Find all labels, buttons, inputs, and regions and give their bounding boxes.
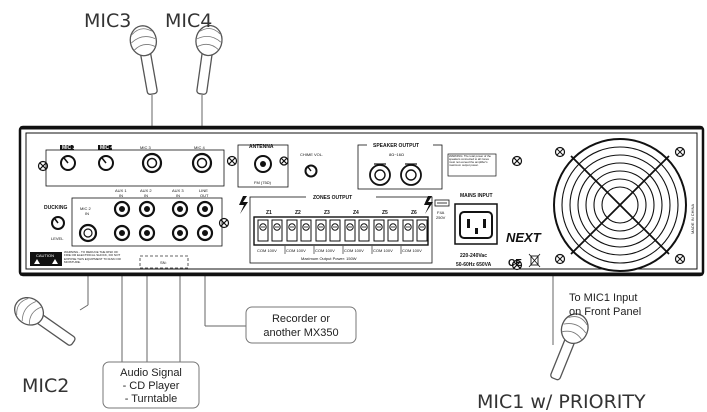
zone-terminal-label-5: COM 100V: [373, 248, 393, 253]
chime-section: CHIME VOL.: [300, 152, 323, 178]
zone-label-4: Z4: [353, 210, 359, 216]
zone-label-2: Z2: [295, 210, 301, 216]
ce-mark: CE: [508, 258, 522, 269]
mic4-jack-label: MIC 4: [194, 145, 205, 150]
mic2-cable-end: [79, 304, 89, 311]
svg-text:another MX350: another MX350: [263, 327, 338, 339]
aux1-label: AUX 1: [115, 188, 127, 193]
amplifier-rear-panel: [18, 125, 705, 277]
cooling-fan: [553, 138, 687, 272]
serial-box: SN:: [139, 255, 189, 269]
aux2-label: AUX 2: [140, 188, 152, 193]
mic2-jack-label: MIC 2: [80, 206, 91, 211]
ducking-level-label: LEVEL: [51, 236, 64, 241]
svg-text:- CD Player: - CD Player: [123, 380, 180, 392]
caution-label: CAUTION WARNING - TO REDUCE THE RISK OF …: [30, 251, 121, 266]
zone-label-5: Z5: [382, 210, 388, 216]
zone-label-6: Z6: [411, 210, 417, 216]
mic3-jack-label: MIC 3: [140, 145, 151, 150]
zone-terminal-label-1: COM 100V: [257, 248, 277, 253]
svg-text:on Front Panel: on Front Panel: [569, 306, 641, 318]
mic3-microphone-icon: [129, 25, 158, 95]
zone-terminal-label-6: COM 100V: [402, 248, 422, 253]
zones-output-section: ZONES OUTPUT Z1 Z2 Z3 Z4 Z5 Z6 COM 100V COM 10…: [239, 192, 433, 264]
svg-text:CAUTION: CAUTION: [36, 253, 54, 258]
iec-power-socket[interactable]: [459, 211, 493, 239]
warning-text: WARNING - TO REDUCE THE RISK OF FIRE OR …: [64, 251, 121, 264]
svg-text:F4A: F4A: [437, 210, 445, 215]
recorder-callout: Recorder or another MX350: [245, 306, 357, 344]
frequency-label: 50-60Hz 650VA: [456, 262, 492, 268]
mic2-microphone-icon: [14, 296, 76, 346]
weee-bin-icon: [528, 253, 541, 268]
svg-text:Audio Signal: Audio Signal: [120, 367, 182, 379]
svg-text:IN: IN: [144, 193, 148, 198]
svg-text:250V: 250V: [436, 215, 446, 220]
mic4-knob-label: MIC 4: [100, 145, 114, 151]
svg-text:IN: IN: [119, 193, 123, 198]
aux3-label: AUX 3: [172, 188, 184, 193]
mic-volume-section: MIC 3 MIC 4 MIC 3 MIC 4: [45, 145, 225, 187]
mic4-label: MIC4: [165, 10, 212, 32]
zone-label-3: Z3: [324, 210, 330, 216]
serial-label: SN:: [160, 260, 167, 265]
svg-text:To MIC1 Input: To MIC1 Input: [569, 292, 637, 304]
mains-input-section: MAINS INPUT 220-240Vac 50-60Hz 650VA: [454, 193, 498, 268]
power-warning-box: WARNING: The total power of the speakers…: [447, 153, 497, 177]
mic1-label: MIC1 w/ PRIORITY: [477, 391, 646, 412]
speaker-output-label: SPEAKER OUTPUT: [373, 143, 419, 149]
fuse-section: F4A 250V: [434, 199, 450, 220]
mains-input-label: MAINS INPUT: [460, 193, 493, 199]
fm-label: FM (75Ω): [254, 180, 272, 185]
svg-text:- Turntable: - Turntable: [125, 393, 178, 405]
antenna-section: ANTENNA FM (75Ω): [237, 144, 289, 188]
max-power-label: Maximum Output Power: 150W: [301, 256, 357, 261]
ducking-section: DUCKING LEVEL: [44, 205, 67, 241]
zones-output-label: ZONES OUTPUT: [313, 195, 352, 201]
audio-signal-callout: Audio Signal - CD Player - Turntable: [102, 361, 200, 409]
zone-terminal-label-4: COM 100V: [344, 248, 364, 253]
input-jack-section: MIC 2 IN AUX 1 IN AUX 2 IN AUX 3 IN LINE…: [71, 188, 223, 247]
zone-label-1: Z1: [266, 210, 272, 216]
chime-vol-label: CHIME VOL.: [300, 152, 323, 157]
mic2-label: MIC2: [22, 375, 69, 397]
mic3-knob-label: MIC 3: [62, 145, 76, 151]
fuse-icon: [434, 199, 450, 207]
lightning-left-icon: [239, 196, 248, 214]
svg-text:IN: IN: [176, 193, 180, 198]
svg-text:OUT: OUT: [200, 193, 209, 198]
ducking-label: DUCKING: [44, 205, 67, 211]
zone-terminal-label-3: COM 100V: [315, 248, 335, 253]
lightning-right-icon: [424, 196, 433, 214]
svg-text:IN: IN: [85, 211, 89, 216]
impedance-label: 8Ω~16Ω: [389, 152, 404, 157]
mic3-label: MIC3: [84, 10, 131, 32]
brand-section: NEXT CE: [506, 230, 542, 269]
line-out-label: LINE: [199, 188, 208, 193]
voltage-label: 220-240Vac: [460, 253, 487, 259]
zone-terminal-label-2: COM 100V: [286, 248, 306, 253]
mic1-microphone-icon: [550, 313, 589, 381]
svg-text:Recorder or: Recorder or: [272, 313, 330, 325]
brand-logo: NEXT: [506, 230, 542, 245]
antenna-label: ANTENNA: [249, 144, 274, 150]
front-panel-note: To MIC1 Input on Front Panel: [569, 292, 641, 318]
speaker-output-section: SPEAKER OUTPUT 8Ω~16Ω: [357, 141, 443, 190]
made-in-label: MADE IN CHINA: [690, 203, 695, 234]
mic4-microphone-icon: [195, 24, 223, 95]
